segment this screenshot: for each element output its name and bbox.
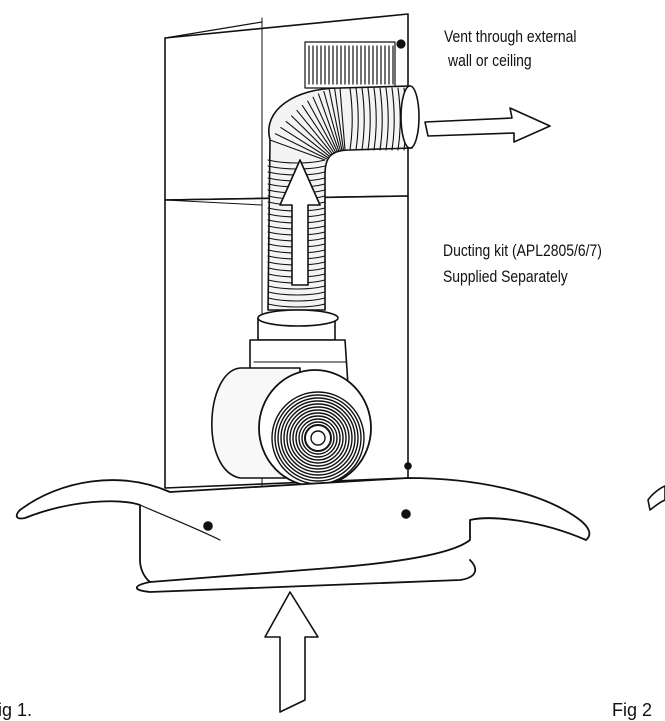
ducting-label-line1: Ducting kit (APL2805/6/7) [443,241,602,260]
ducting-label-line2: Supplied Separately [443,267,568,286]
vent-label-line1: Vent through external [444,27,577,46]
figure-2-caption: Fig 2 [612,700,653,720]
figure-1-caption: ig 1. [0,700,33,720]
airflow-up-arrow-icon [279,159,321,286]
fan-outlet-icon [271,391,365,485]
vent-label-line2: wall or ceiling [448,51,532,70]
glass-canopy [15,462,591,593]
vent-grille [304,39,406,89]
airflow-out-arrow-icon [424,107,551,143]
fig2-partial-hood [647,485,665,511]
airflow-in-arrow-icon [264,591,319,713]
